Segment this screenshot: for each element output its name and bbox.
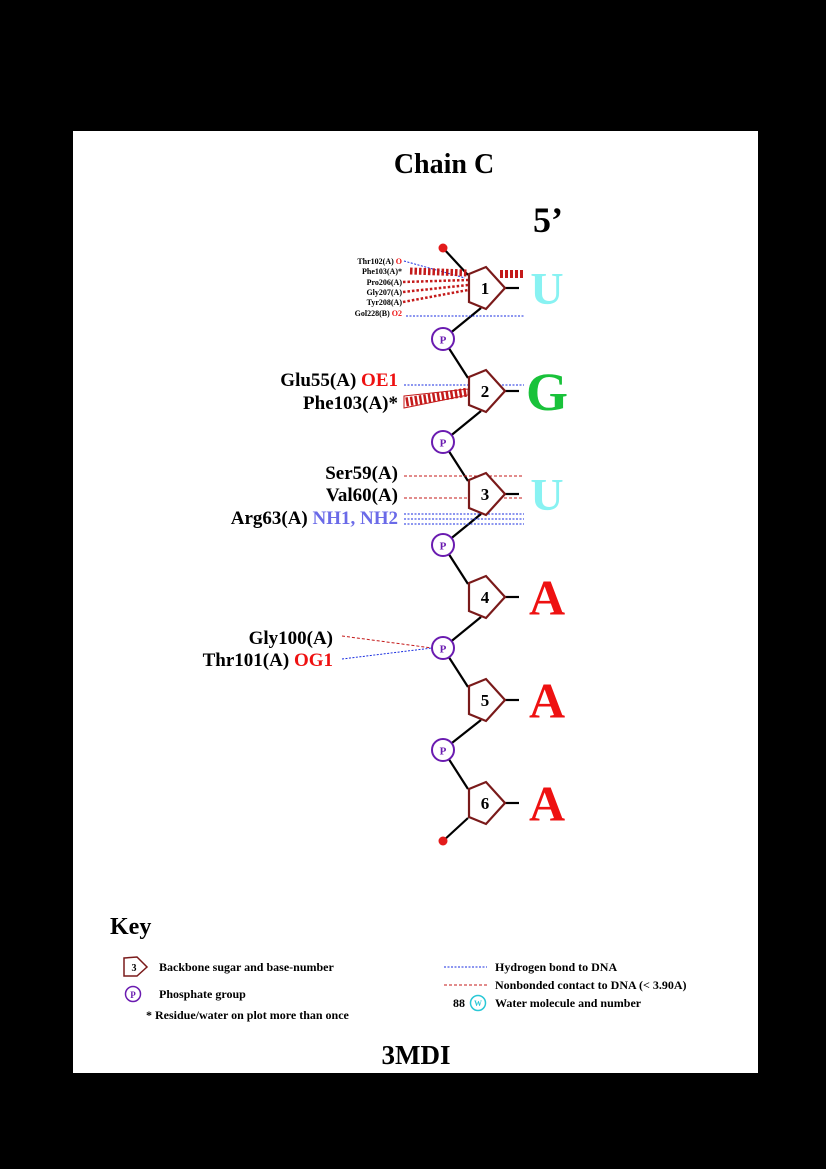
residue-label: Pro206(A) (367, 278, 403, 287)
base-number: 6 (481, 794, 490, 813)
key-asterisk-text: * Residue/water on plot more than once (146, 1008, 350, 1022)
labels-phosphate4: Gly100(A) Thr101(A) OG1 (203, 628, 333, 671)
nonbonded-fan (405, 387, 469, 407)
residue-label: Gly100(A) (249, 628, 333, 649)
key-heading: Key (110, 914, 151, 940)
base-letter-U: U (530, 469, 563, 520)
nonbonded-fan (402, 288, 469, 304)
phosphate-letter: P (440, 746, 447, 758)
base-number: 1 (481, 279, 490, 298)
base-number: 4 (481, 588, 490, 607)
backbone-segment (442, 817, 469, 842)
phosphate-circle (431, 636, 455, 660)
key-sugar-number: 3 (132, 963, 137, 974)
phosphate-circle (431, 738, 455, 762)
key-water-number: 88 (453, 996, 465, 1010)
sugar-pentagon (467, 471, 507, 517)
phosphate-letter: P (440, 541, 447, 553)
residue-label: Arg63(A) NH1, NH2 (231, 508, 398, 529)
nonbonded-fan (402, 278, 469, 284)
phosphate-circle (431, 430, 455, 454)
key-phosphate-letter: P (130, 990, 136, 1000)
key-phosphate-text: Phosphate group (159, 987, 246, 1001)
residue-label: Phe103(A)* (362, 267, 402, 276)
base-letter-A: A (529, 673, 565, 729)
key-hbond-text: Hydrogen bond to DNA (495, 960, 617, 974)
sugar-ring: 2 (467, 368, 507, 414)
contacts-nuc1 (402, 260, 524, 317)
base-letter-A: A (529, 570, 565, 626)
key-sugar-text: Backbone sugar and base-number (159, 960, 334, 974)
base-number: 2 (481, 382, 490, 401)
residue-label: Ser59(A) (325, 463, 398, 484)
nonbonded-fan (402, 283, 469, 294)
sugar-pentagon (467, 265, 507, 311)
phosphate-letter: P (440, 335, 447, 347)
phosphate-letter: P (440, 644, 447, 656)
phosphate-group: P (431, 738, 455, 762)
sugar-ring: 1 (467, 265, 507, 311)
sugar-ring: 4 (467, 574, 507, 620)
residue-label: Gly207(A) (366, 288, 402, 297)
base-connectors (505, 286, 519, 805)
base-letter-G: G (526, 362, 568, 422)
labels-nuc1: Thr102(A) O Phe103(A)* Pro206(A) Gly207(… (355, 257, 403, 318)
base-number: 5 (481, 691, 490, 710)
diagram-page: Chain C 5’ (73, 131, 758, 1073)
key-sugar-icon (123, 956, 149, 977)
key-nonbonded-text: Nonbonded contact to DNA (< 3.90A) (495, 978, 687, 992)
residue-label: Val60(A) (326, 485, 398, 506)
base-number: 3 (481, 485, 490, 504)
five-prime-terminal-dot (438, 243, 448, 253)
residue-label: Tyr208(A) (367, 298, 403, 307)
chain-title: Chain C (394, 149, 494, 180)
labels-nuc3: Ser59(A) Val60(A) Arg63(A) NH1, NH2 (231, 463, 398, 529)
residue-label: Glu55(A) OE1 (280, 370, 398, 391)
backbone-segment (442, 247, 469, 276)
base-letter-A: A (529, 776, 565, 832)
sugar-rings: 1 2 3 4 5 6 (467, 265, 507, 826)
sugar-ring: 5 (467, 677, 507, 723)
residue-label: Phe103(A)* (303, 393, 398, 414)
sugar-pentagon (467, 574, 507, 620)
pdb-id-label: 3MDI (382, 1040, 451, 1070)
contacts-phosphate4 (341, 635, 433, 660)
hbond-line (341, 647, 433, 660)
sugar-ring: 6 (467, 780, 507, 826)
base-letter-U: U (530, 263, 563, 314)
phosphate-letter: P (440, 438, 447, 450)
sugar-pentagon (467, 780, 507, 826)
sugar-pentagon (467, 368, 507, 414)
nonbonded-fan-outline (403, 388, 469, 409)
key-legend: Key 3 Backbone sugar and base-number P P… (110, 914, 687, 1022)
phosphate-circle (431, 327, 455, 351)
dna-contact-diagram: Chain C 5’ (110, 149, 687, 1070)
residue-label: Thr102(A) O (357, 257, 402, 266)
key-phosphate-icon (124, 985, 142, 1003)
contacts-nuc2 (403, 384, 524, 409)
key-water-text: Water molecule and number (495, 996, 642, 1010)
contacts-nuc3 (404, 475, 524, 525)
five-prime-label: 5’ (533, 200, 563, 240)
nonbonded-line (341, 635, 433, 649)
residue-label: Thr101(A) OG1 (203, 650, 333, 671)
residue-label: Gol228(B) O2 (355, 309, 402, 318)
nonbonded-fan (409, 267, 469, 277)
phosphate-circle (431, 533, 455, 557)
three-prime-terminal-dot (438, 836, 448, 846)
phosphate-group: P (431, 636, 455, 660)
phosphate-group: P (431, 533, 455, 557)
sugar-pentagon (467, 677, 507, 723)
labels-nuc2: Glu55(A) OE1 Phe103(A)* (280, 370, 398, 414)
sugar-ring: 3 (467, 471, 507, 517)
phosphate-groups: P P P P P (431, 327, 455, 762)
phosphate-group: P (431, 327, 455, 351)
key-water-icon (469, 994, 487, 1012)
key-water-letter: W (474, 999, 482, 1008)
phosphate-group: P (431, 430, 455, 454)
